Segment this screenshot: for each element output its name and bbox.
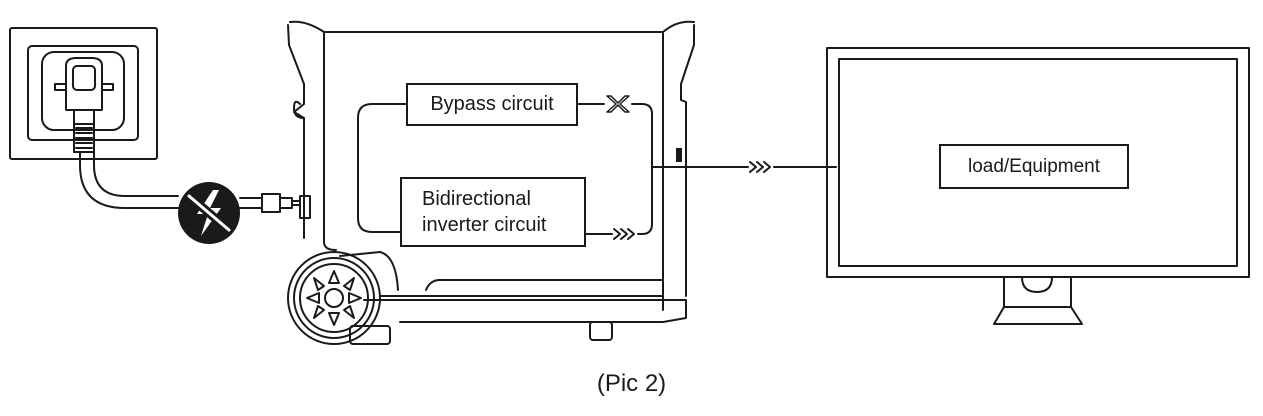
x-mark-icon bbox=[606, 95, 630, 113]
power-cable bbox=[79, 151, 311, 219]
circuit-loop bbox=[357, 103, 653, 235]
bypass-circuit-label: Bypass circuit bbox=[406, 83, 578, 126]
inverter-circuit-label: Bidirectional inverter circuit bbox=[400, 177, 586, 247]
monitor-icon bbox=[826, 47, 1250, 325]
load-equipment-label: load/Equipment bbox=[939, 144, 1129, 189]
wall-outlet-icon bbox=[9, 27, 158, 160]
figure-caption: (Pic 2) bbox=[596, 370, 667, 397]
double-chevron-right-icon bbox=[613, 228, 635, 240]
power-station-icon bbox=[287, 20, 695, 345]
power-off-icon bbox=[178, 182, 240, 244]
double-chevron-right-icon bbox=[749, 161, 771, 173]
